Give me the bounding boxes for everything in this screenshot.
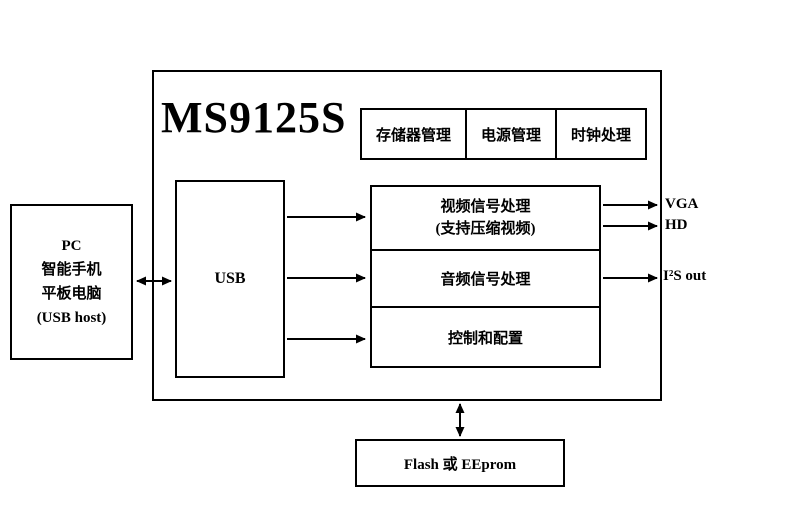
host-line-usbhost: (USB host)	[36, 310, 107, 326]
video-processing-line1: 视频信号处理	[440, 198, 531, 215]
chip-top-modules: 存储器管理 电源管理 时钟处理	[360, 108, 648, 160]
host-line-tablet: 平板电脑	[41, 286, 102, 302]
memory-management-box: 存储器管理	[360, 108, 468, 160]
usb-box: USB	[175, 180, 285, 378]
clock-processing-box: 时钟处理	[555, 108, 648, 160]
audio-processing-label: 音频信号处理	[440, 272, 531, 288]
video-processing-box: 视频信号处理 (支持压缩视频)	[370, 185, 601, 251]
host-line-smartphone: 智能手机	[41, 262, 102, 278]
video-processing-line2: (支持压缩视频)	[435, 221, 536, 237]
control-config-box: 控制和配置	[370, 306, 601, 368]
control-config-label: 控制和配置	[447, 330, 523, 347]
power-management-box: 电源管理	[465, 108, 558, 160]
vga-output-label: VGA	[665, 196, 699, 212]
host-line-pc: PC	[61, 238, 82, 254]
hd-output-label: HD	[665, 217, 688, 233]
usb-host-box: PC 智能手机 平板电脑 (USB host)	[10, 204, 133, 360]
chip-title: MS9125S	[161, 93, 347, 142]
video-processing-label: 视频信号处理 (支持压缩视频)	[436, 196, 536, 241]
flash-eeprom-label: Flash 或 EEprom	[403, 456, 517, 473]
audio-processing-box: 音频信号处理	[370, 249, 601, 308]
chip-outline	[152, 70, 662, 401]
i2s-output-label: I²S out	[663, 268, 707, 284]
usb-label: USB	[214, 270, 246, 287]
flash-eeprom-box: Flash 或 EEprom	[355, 439, 565, 487]
